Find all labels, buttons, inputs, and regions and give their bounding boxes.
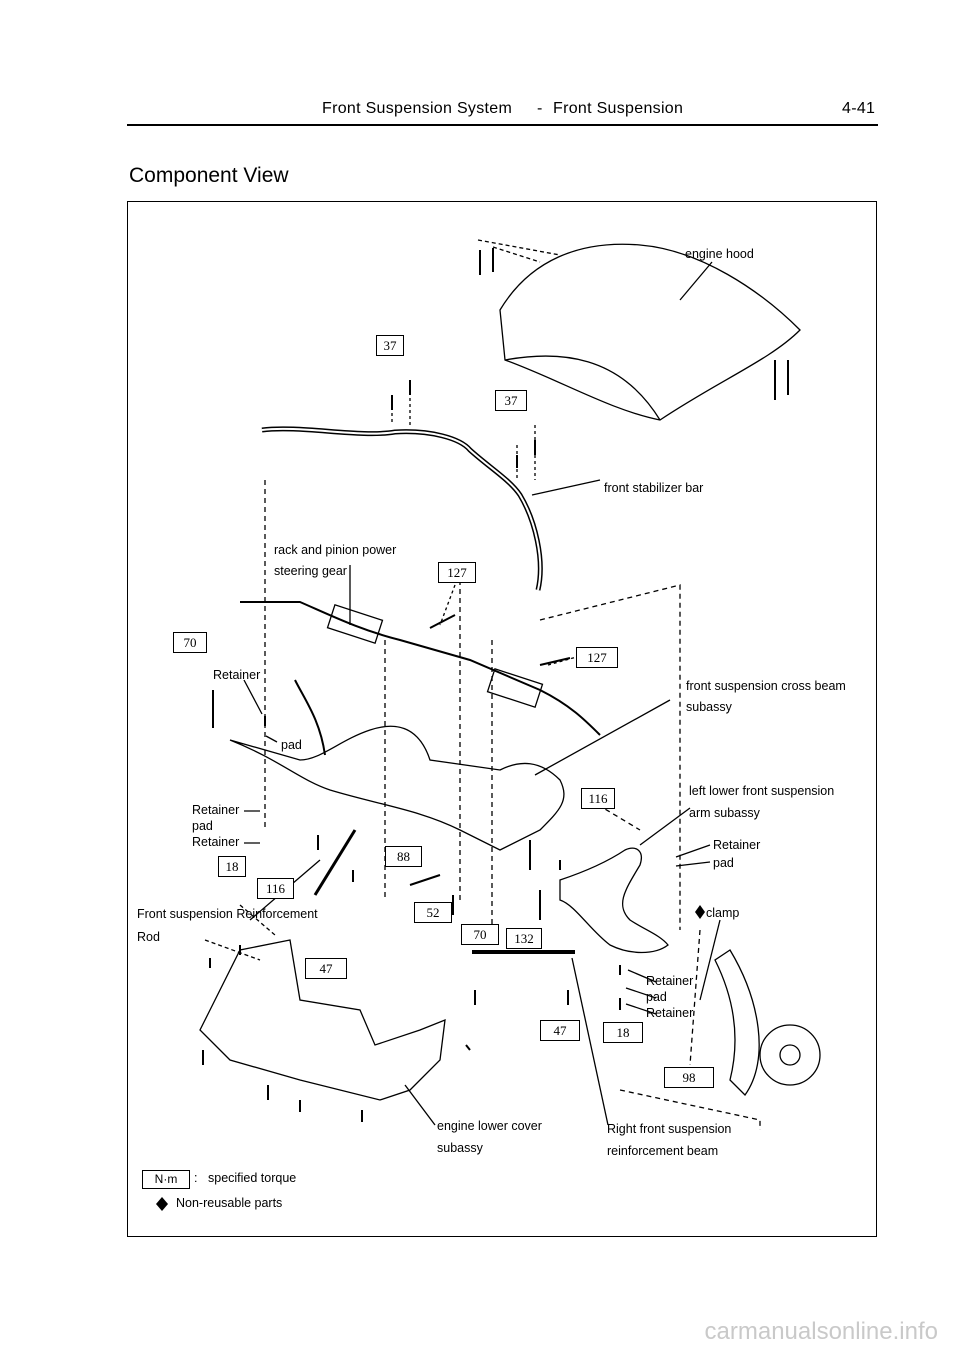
torque-box-47-a: 47 [305, 958, 347, 979]
torque-box-70-b: 70 [461, 924, 499, 945]
torque-box-116-b: 116 [257, 878, 294, 899]
label-retainer-5: Retainer [646, 974, 694, 988]
label-front-stabilizer-bar: front stabilizer bar [604, 481, 704, 495]
legend-torque-text: specified torque [208, 1171, 297, 1185]
label-retainer-4: Retainer [713, 838, 761, 852]
label-pad-1: pad [281, 738, 302, 752]
torque-box-70-a: 70 [173, 632, 207, 653]
label-retainer-2: Retainer [192, 803, 240, 817]
label-clamp: clamp [706, 906, 740, 920]
lower-arm-shape [559, 847, 669, 954]
label-retainer-3: Retainer [192, 835, 240, 849]
page-number: 4-41 [842, 100, 876, 117]
cross-beam-shape [229, 725, 565, 851]
lower-cover-leader [404, 1084, 436, 1126]
torque-box-132: 132 [506, 928, 542, 949]
torque-box-52: 52 [414, 902, 452, 923]
torque-box-98: 98 [664, 1067, 714, 1088]
header-separator: - [537, 100, 543, 117]
header-subsection: Front Suspension [553, 100, 684, 117]
page-title: Component View [129, 164, 289, 187]
torque-box-127-b: 127 [576, 647, 618, 668]
label-retainer-1: Retainer [213, 668, 261, 682]
header-section: Front Suspension System [322, 100, 513, 117]
label-reinforcement-rod-line1: Front suspension Reinforcement [137, 907, 318, 921]
label-reinforcement-beam-line2: reinforcement beam [607, 1144, 719, 1158]
lower-arm-leader [639, 807, 691, 846]
hub-shape [759, 1024, 821, 1086]
legend-colon: : [194, 1171, 198, 1185]
torque-box-37-b: 37 [495, 390, 527, 411]
engine-hood-shape [499, 243, 801, 421]
label-retainer-6: Retainer [646, 1006, 694, 1020]
label-steering-gear-line1: rack and pinion power [274, 543, 397, 557]
label-cross-beam-line2: subassy [686, 700, 732, 714]
label-steering-gear-line2: steering gear [274, 564, 347, 578]
header-rule [127, 124, 878, 126]
label-pad-3: pad [713, 856, 734, 870]
torque-box-127-a: 127 [438, 562, 476, 583]
legend-unit-box: N·m [142, 1170, 190, 1189]
diagram-frame [127, 201, 877, 1237]
engine-hood-leader [679, 261, 713, 301]
stabilizer-leader [531, 479, 601, 496]
nonreusable-marker-clamp [695, 905, 705, 919]
label-lower-arm-line1: left lower front suspension [689, 784, 835, 798]
torque-box-37-a: 37 [376, 335, 404, 356]
legend-nonreusable-text: Non-reusable parts [176, 1196, 283, 1210]
cross-beam-leader [534, 699, 671, 776]
reinforcement-beam-leader [571, 957, 609, 1126]
nonreusable-marker-legend [156, 1197, 168, 1211]
lower-cover-shape [199, 939, 446, 1101]
label-lower-arm-line2: arm subassy [689, 806, 760, 820]
label-reinforcement-rod-line2: Rod [137, 930, 160, 944]
reinforcement-rod-shape [313, 829, 357, 896]
label-pad-4: pad [646, 990, 667, 1004]
label-pad-2: pad [192, 819, 213, 833]
label-lower-cover-line2: subassy [437, 1141, 483, 1155]
label-lower-cover-line1: engine lower cover [437, 1119, 542, 1133]
torque-box-116-a: 116 [581, 788, 615, 809]
torque-box-18-b: 18 [603, 1022, 643, 1043]
torque-box-18-a: 18 [218, 856, 246, 877]
label-reinforcement-beam-line1: Right front suspension [607, 1122, 732, 1136]
steering-gear-shape [240, 601, 601, 736]
watermark: carmanualsonline.info [704, 1318, 938, 1345]
label-engine-hood: engine hood [685, 247, 754, 261]
torque-box-47-b: 47 [540, 1020, 580, 1041]
label-cross-beam-line1: front suspension cross beam [686, 679, 846, 693]
torque-box-88: 88 [385, 846, 422, 867]
